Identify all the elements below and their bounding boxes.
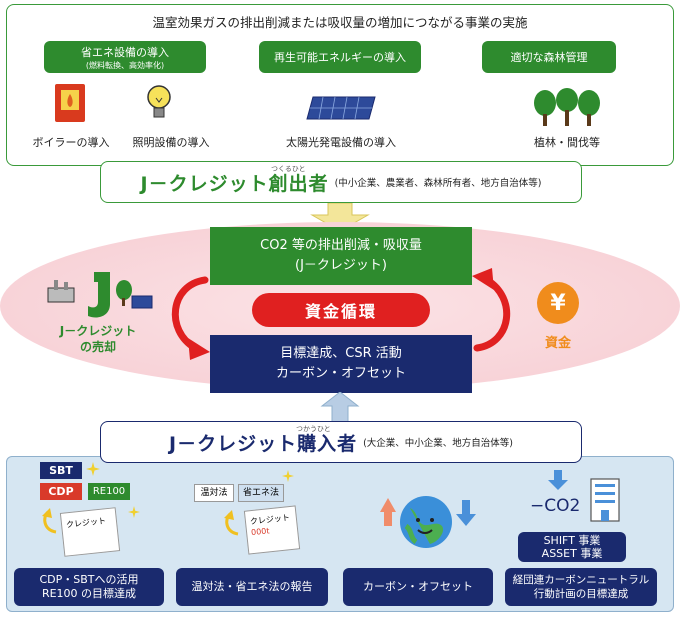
carbon-offset-label: カーボン・オフセット	[363, 580, 473, 593]
onta-law-tag: 温対法	[194, 484, 234, 502]
law-report-label: 温対法・省エネ法の報告	[191, 580, 313, 593]
category-energy-saving-label: 省エネ設備の導入	[81, 45, 169, 59]
credit-sale-label: J－クレジット の売却	[40, 323, 156, 355]
category-forest-label: 適切な森林管理	[510, 51, 588, 64]
sparkle-icon	[282, 470, 294, 482]
co2-credit-box: CO2 等の排出削減・吸収量 (J－クレジット)	[210, 227, 472, 285]
use-cdp-sbt-button: CDP・SBTへの活用 RE100 の目標達成	[14, 568, 164, 606]
item-boiler: ボイラーの導入	[32, 136, 110, 149]
category-forest: 適切な森林管理	[482, 41, 616, 73]
category-renewable: 再生可能エネルギーの導入	[259, 41, 421, 73]
target-line1: 目標達成、CSR 活動	[280, 346, 402, 361]
credit-buyer-box: J－クレジット購入者 (大企業、中小企業、地方自治体等)	[100, 421, 582, 463]
use-cdp-line2: RE100 の目標達成	[41, 587, 137, 600]
boiler-icon	[55, 84, 85, 122]
target-line2: カーボン・オフセット	[275, 366, 406, 381]
co2-line1: CO2 等の排出削減・吸収量	[260, 238, 422, 253]
credit-report-document: クレジット 000t	[243, 505, 301, 555]
credit-sale-line2: の売却	[79, 340, 116, 354]
category-renewable-label: 再生可能エネルギーの導入	[274, 51, 406, 64]
shift-asset-box: SHIFT 事業 ASSET 事業	[518, 532, 626, 562]
top-panel	[6, 4, 674, 166]
category-energy-saving-sublabel: (燃料転換、高効率化)	[85, 60, 165, 70]
trees-icon	[534, 88, 600, 126]
credit-sale-line1: J－クレジット	[59, 324, 137, 338]
item-solar: 太陽光発電設備の導入	[286, 136, 396, 149]
earth-icon	[380, 496, 476, 548]
solar-panel-icon	[306, 96, 376, 120]
sparkle-icon	[128, 506, 140, 518]
use-cdp-line1: CDP・SBTへの活用	[39, 573, 139, 586]
creator-ruby: つくるひと	[271, 165, 306, 173]
buyer-ruby: つかうひと	[296, 425, 331, 433]
building-icon	[590, 478, 620, 522]
curve-arrow-icon	[224, 510, 239, 536]
minus-sign: −	[530, 496, 545, 516]
energy-law-tag: 省エネ法	[238, 484, 284, 502]
keidanren-line2: 行動計画の目標達成	[533, 588, 629, 600]
right-cycle-arrow-icon	[472, 268, 511, 352]
light-bulb-icon	[147, 85, 171, 118]
yen-coin-icon: ¥	[537, 282, 579, 324]
buyer-subtitle: (大企業、中小企業、地方自治体等)	[363, 438, 513, 449]
cdp-badge: CDP	[40, 483, 82, 500]
keidanren-button: 経団連カーボンニュートラル 行動計画の目標達成	[505, 568, 657, 606]
j-credit-icon	[47, 272, 153, 318]
creator-title: J－クレジット創出者	[140, 172, 329, 195]
credit-document: クレジット	[59, 507, 121, 557]
left-cycle-arrow-icon	[171, 276, 210, 360]
up-arrow-icon	[320, 392, 360, 422]
top-panel-title: 温室効果ガスの排出削減または吸収量の増加につながる事業の実施	[152, 15, 528, 30]
credit-doc-label: クレジット	[65, 516, 107, 530]
fund-cycle-badge: 資金循環	[252, 293, 430, 327]
minus-co2-label: −CO2	[530, 496, 580, 516]
credit-creator-box: J－クレジット創出者 (中小企業、農業者、森林所有者、地方自治体等)	[100, 161, 582, 203]
re100-badge: RE100	[88, 483, 130, 500]
sparkle-icon	[86, 462, 100, 476]
carbon-offset-button: カーボン・オフセット	[343, 568, 493, 606]
co2-line2: (J－クレジット)	[295, 258, 387, 273]
buyer-title: J－クレジット購入者	[169, 432, 358, 455]
law-report-button: 温対法・省エネ法の報告	[176, 568, 328, 606]
down-arrow-small-icon	[548, 470, 568, 490]
curve-arrow-icon	[42, 508, 57, 534]
category-energy-saving: 省エネ設備の導入 (燃料転換、高効率化)	[44, 41, 206, 73]
target-box: 目標達成、CSR 活動 カーボン・オフセット	[210, 335, 472, 393]
item-lighting: 照明設備の導入	[132, 136, 210, 149]
keidanren-line1: 経団連カーボンニュートラル	[512, 574, 650, 586]
co2-text: CO2	[544, 496, 581, 516]
sbt-badge: SBT	[40, 462, 82, 479]
creator-subtitle: (中小企業、農業者、森林所有者、地方自治体等)	[334, 178, 542, 189]
item-forest: 植林・間伐等	[534, 136, 600, 149]
funds-label: 資金	[544, 336, 571, 351]
